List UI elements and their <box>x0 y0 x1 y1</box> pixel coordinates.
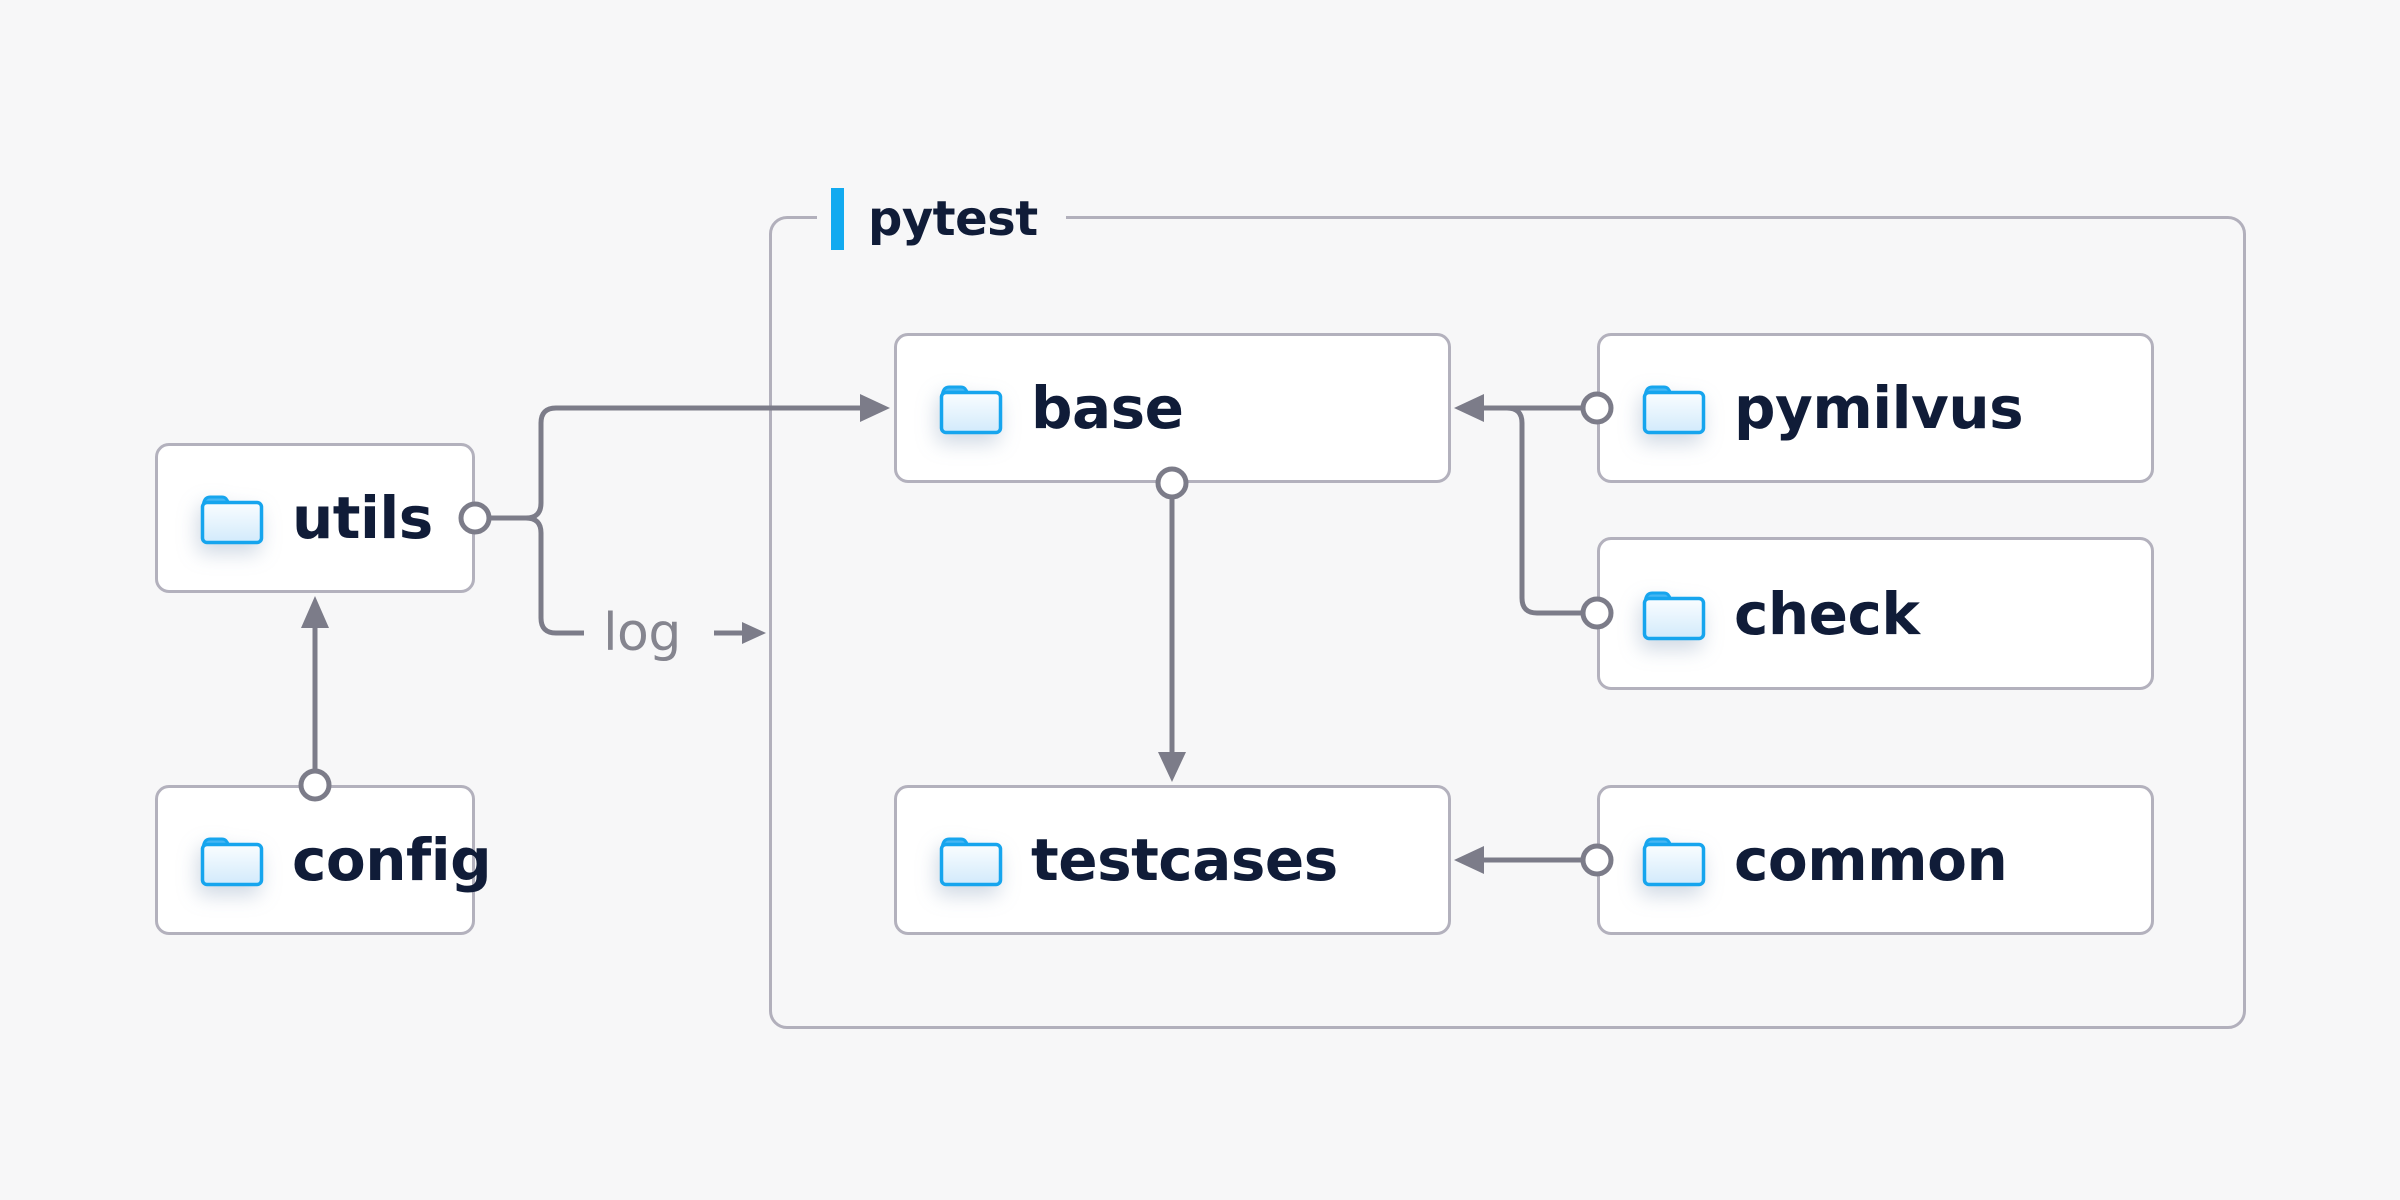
node-common: common <box>1597 785 2154 935</box>
node-pymilvus-label: pymilvus <box>1734 374 2024 442</box>
node-utils-label: utils <box>292 484 433 552</box>
folder-icon <box>1642 587 1706 641</box>
pytest-label: pytest <box>817 187 1066 251</box>
node-config: config <box>155 785 492 935</box>
node-utils: utils <box>155 443 475 593</box>
folder-icon <box>200 833 264 887</box>
node-common-label: common <box>1734 826 2008 894</box>
node-check: check <box>1597 537 2154 690</box>
pytest-label-text: pytest <box>868 191 1038 247</box>
folder-icon <box>939 833 1003 887</box>
accent-bar <box>831 188 844 250</box>
folder-icon <box>1642 833 1706 887</box>
node-testcases-label: testcases <box>1031 826 1338 894</box>
node-testcases: testcases <box>894 785 1451 935</box>
node-base: base <box>894 333 1451 483</box>
node-pymilvus: pymilvus <box>1597 333 2154 483</box>
node-config-label: config <box>292 826 492 894</box>
node-check-label: check <box>1734 579 1920 648</box>
node-base-label: base <box>1031 374 1184 442</box>
folder-icon <box>200 491 264 545</box>
folder-icon <box>1642 381 1706 435</box>
edge-config-utils <box>301 596 329 785</box>
folder-icon <box>939 381 1003 435</box>
edge-log-label: log <box>603 603 681 663</box>
pytest-container: pytest <box>769 187 2246 1029</box>
